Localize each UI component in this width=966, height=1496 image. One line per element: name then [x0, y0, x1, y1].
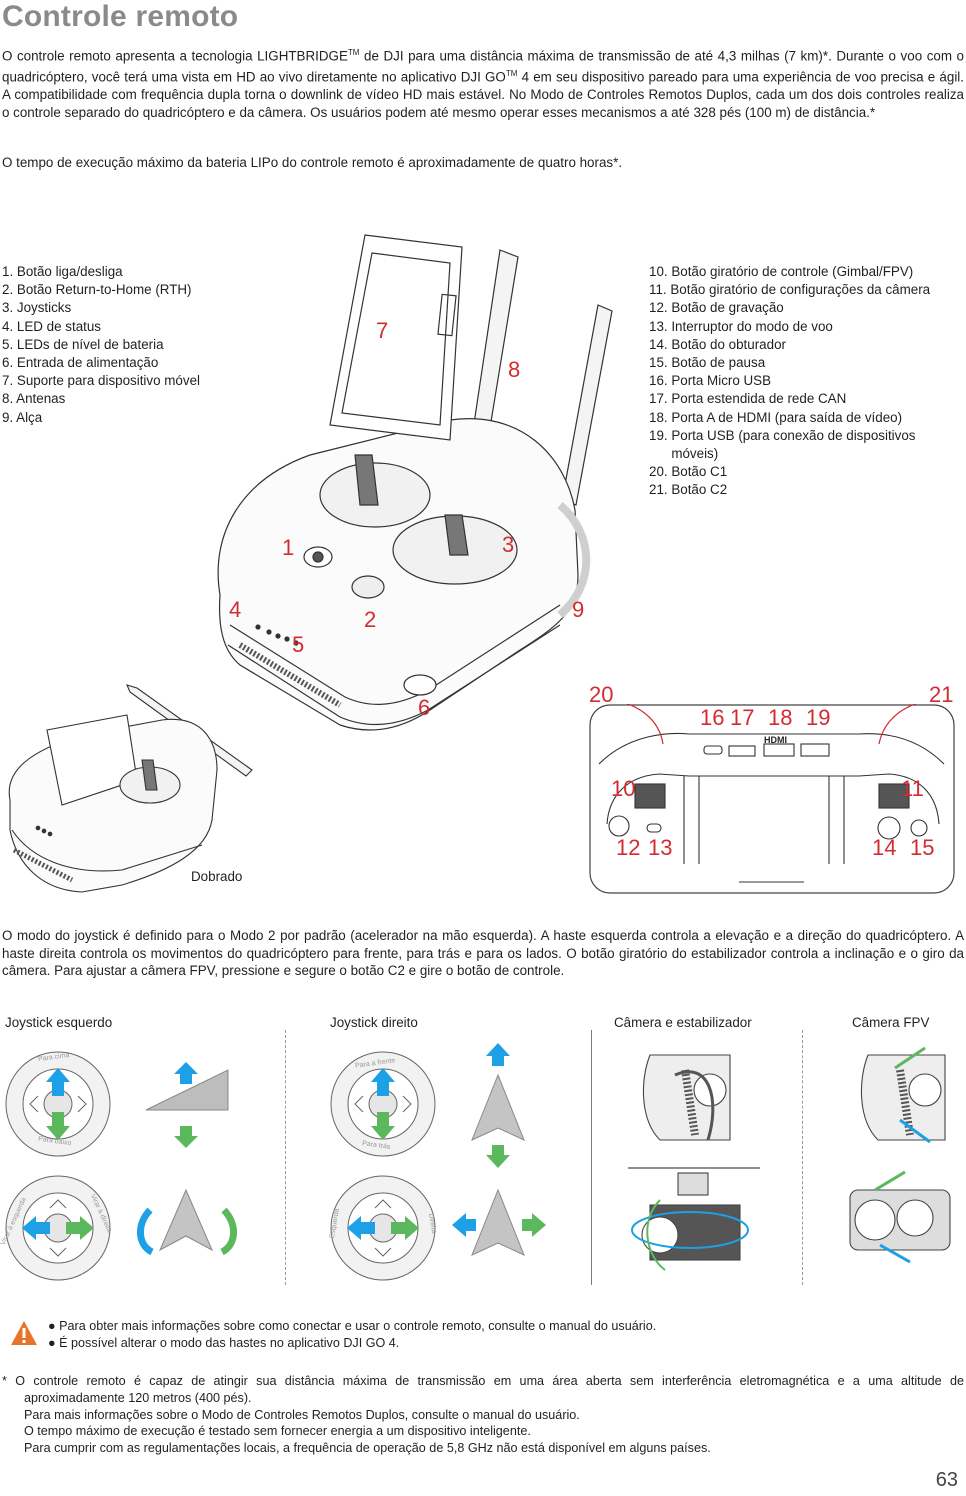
legend-item: 15. Botão de pausa — [649, 355, 766, 371]
legend-item: 9. Alça — [2, 409, 43, 425]
page-number: 63 — [935, 1469, 958, 1491]
legend-item: 14. Botão do obturador — [649, 336, 786, 352]
notes-list: ● Para obter mais informações sobre como… — [48, 1318, 656, 1352]
callout-6: 6 — [418, 695, 431, 720]
gimbal-fpv-illustration — [628, 1046, 951, 1271]
callout-10: 10 — [611, 776, 636, 801]
legend-item: 19. Porta USB (para conexão de dispositi… — [649, 427, 916, 443]
section-fpv: Câmera FPV — [852, 1015, 930, 1030]
callout-4: 4 — [229, 597, 242, 622]
footnote-line: aproximadamente 120 metros (400 pés). — [24, 1390, 252, 1405]
legend-item: 17. Porta estendida de rede CAN — [649, 391, 847, 407]
folded-label: Dobrado — [191, 869, 243, 884]
page-title: Controle remoto — [2, 0, 239, 33]
battery-paragraph: O tempo de execução máximo da bateria LI… — [2, 155, 623, 170]
legend-item: 12. Botão de gravação — [649, 300, 784, 316]
footnote-line: O tempo máximo de execução é testado sem… — [24, 1424, 531, 1439]
callout-11: 11 — [901, 776, 924, 801]
divider — [591, 1030, 592, 1285]
footnotes: * O controle remoto é capaz de atingir s… — [2, 1373, 964, 1457]
callout-2: 2 — [364, 607, 377, 632]
legend-item: 1. Botão liga/desliga — [2, 264, 123, 279]
footnote-line: * O controle remoto é capaz de atingir s… — [2, 1374, 964, 1388]
legend-item: 3. Joysticks — [2, 300, 72, 316]
callout-3: 3 — [502, 532, 515, 557]
callout-13: 13 — [648, 835, 673, 860]
note-item: ● É possível alterar o modo das hastes n… — [48, 1335, 400, 1350]
legend-item: 8. Antenas — [2, 391, 66, 407]
legend-item: 2. Botão Return-to-Home (RTH) — [2, 282, 192, 298]
legend-item: 7. Suporte para dispositivo móvel — [2, 373, 200, 389]
callout-18: 18 — [768, 705, 793, 730]
callout-14: 14 — [872, 835, 897, 860]
note-item: ● Para obter mais informações sobre como… — [48, 1319, 657, 1333]
remote-controller-illustration — [217, 234, 613, 731]
legend-item: 10. Botão giratório de controle (Gimbal/… — [649, 264, 914, 279]
callout-19: 19 — [806, 705, 831, 730]
section-right-joystick: Joystick direito — [330, 1015, 418, 1030]
legend-item: 13. Interruptor do modo de voo — [649, 318, 833, 334]
legend-item: 21. Botão C2 — [649, 482, 728, 498]
divider — [802, 1030, 803, 1285]
joystick-mode-paragraph: O modo do joystick é definido para o Mod… — [2, 928, 964, 979]
stick-diagrams — [5, 1043, 546, 1281]
warning-icon — [11, 1321, 37, 1345]
intro-paragraph: O controle remoto apresenta a tecnologia… — [2, 48, 964, 120]
legend-right: 10. Botão giratório de controle (Gimbal/… — [649, 263, 930, 500]
callout-8: 8 — [508, 357, 521, 382]
callout-16: 16 — [700, 705, 725, 730]
legend-item: 16. Porta Micro USB — [649, 373, 772, 389]
section-gimbal: Câmera e estabilizador — [614, 1015, 752, 1030]
top-view-panel — [589, 704, 955, 894]
legend-item: 20. Botão C1 — [649, 464, 728, 480]
folded-controller-illustration — [8, 684, 253, 893]
callout-5: 5 — [292, 632, 305, 657]
callout-9: 9 — [572, 597, 585, 622]
footnote-line: Para mais informações sobre o Modo de Co… — [24, 1407, 580, 1422]
callout-1: 1 — [282, 535, 295, 560]
hdmi-port-label: HDMI — [764, 735, 787, 745]
section-left-joystick: Joystick esquerdo — [5, 1015, 113, 1030]
legend-item: 11. Botão giratório de configurações da … — [649, 282, 931, 298]
footnote-line: Para cumprir com as regulamentações loca… — [24, 1441, 711, 1456]
legend-item: 4. LED de status — [2, 318, 101, 334]
callout-20: 20 — [589, 682, 614, 707]
callout-15: 15 — [910, 835, 935, 860]
legend-item: 6. Entrada de alimentação — [2, 355, 159, 371]
divider — [285, 1030, 286, 1285]
legend-left: 1. Botão liga/desliga 2. Botão Return-to… — [2, 263, 200, 427]
callout-17: 17 — [730, 705, 755, 730]
callout-21: 21 — [929, 682, 954, 707]
callout-7: 7 — [376, 318, 389, 343]
callout-12: 12 — [616, 835, 641, 860]
legend-item: móveis) — [649, 446, 719, 462]
legend-item: 5. LEDs de nível de bateria — [2, 336, 164, 352]
legend-item: 18. Porta A de HDMI (para saída de vídeo… — [649, 409, 903, 425]
